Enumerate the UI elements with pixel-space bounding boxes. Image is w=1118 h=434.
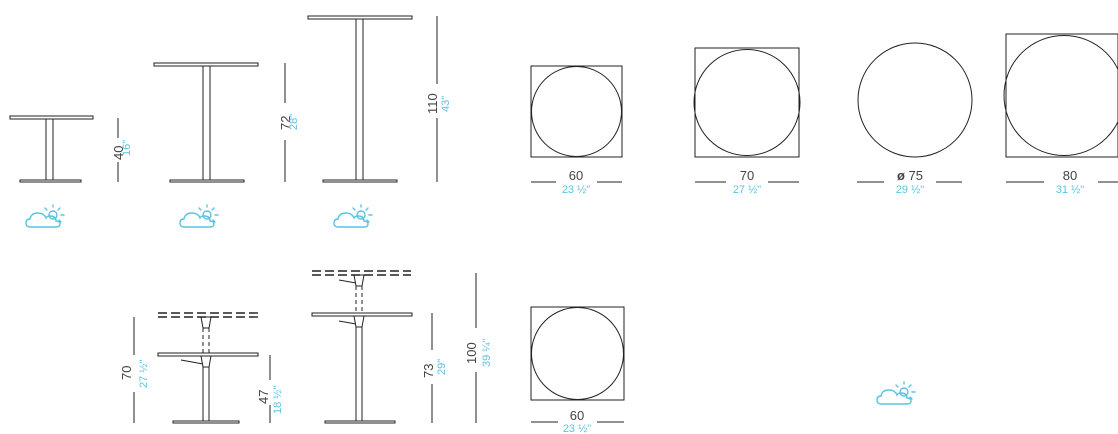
adjustable-table-elevation-small	[157, 312, 259, 424]
outdoor-weather-icon	[179, 204, 219, 228]
table-top-plan-60	[530, 65, 623, 158]
height-dimension-72: 72 28"	[278, 63, 300, 182]
svg-text:39 ¼": 39 ¼"	[481, 339, 493, 367]
svg-text:47: 47	[256, 390, 271, 404]
svg-text:18 ½": 18 ½"	[272, 386, 284, 414]
svg-text:ø 75: ø 75	[897, 168, 923, 183]
height-metric: 110	[425, 93, 440, 114]
adjustable-range-dimension-small: 70 27 ½" 47 18 ½"	[119, 317, 284, 423]
height-metric: 40	[111, 146, 126, 160]
svg-text:73: 73	[421, 364, 436, 378]
table-top-plan-round-75	[857, 42, 973, 158]
svg-text:27 ½": 27 ½"	[138, 360, 150, 388]
svg-text:70: 70	[119, 366, 134, 380]
adjustable-table-elevation-large	[311, 270, 413, 424]
table-elevation-72	[153, 62, 259, 183]
svg-text:60: 60	[570, 408, 584, 423]
svg-text:27 ½": 27 ½"	[733, 184, 761, 196]
table-top-plan-70	[693, 47, 801, 158]
svg-text:29 ½": 29 ½"	[896, 184, 924, 196]
top-dimension-80: 80 31 ½"	[1006, 168, 1118, 196]
table-top-plan-60-adjustable	[530, 306, 625, 401]
svg-text:31 ½": 31 ½"	[1056, 184, 1084, 196]
adjustable-range-dimension-large: 73 29" 100 39 ¼"	[421, 273, 493, 423]
svg-text:80: 80	[1063, 168, 1077, 183]
height-metric: 72	[278, 116, 293, 130]
svg-text:70: 70	[740, 168, 754, 183]
svg-text:100: 100	[464, 342, 479, 364]
svg-text:23 ½": 23 ½"	[562, 184, 590, 196]
height-dimension-110: 110 43"	[425, 16, 452, 182]
svg-text:60: 60	[569, 168, 583, 183]
table-top-plan-80	[1003, 33, 1118, 158]
outdoor-weather-icon	[333, 204, 373, 228]
top-dimension-70: 70 27 ½"	[695, 168, 799, 196]
svg-text:23 ½": 23 ½"	[563, 423, 591, 434]
top-dimension-75: ø 75 29 ½"	[857, 168, 962, 196]
svg-text:29": 29"	[436, 359, 448, 375]
outdoor-weather-icon	[876, 381, 916, 405]
outdoor-weather-icon	[25, 204, 65, 228]
table-elevation-110	[307, 15, 413, 183]
height-imperial: 16"	[121, 140, 133, 156]
height-imperial: 28"	[288, 114, 300, 130]
table-elevation-40	[9, 115, 94, 183]
height-imperial: 43"	[440, 96, 452, 112]
height-dimension-40: 40 16"	[111, 118, 133, 182]
top-dimension-60: 60 23 ½"	[531, 168, 622, 196]
top-dimension-60-adjustable: 60 23 ½"	[531, 408, 624, 434]
